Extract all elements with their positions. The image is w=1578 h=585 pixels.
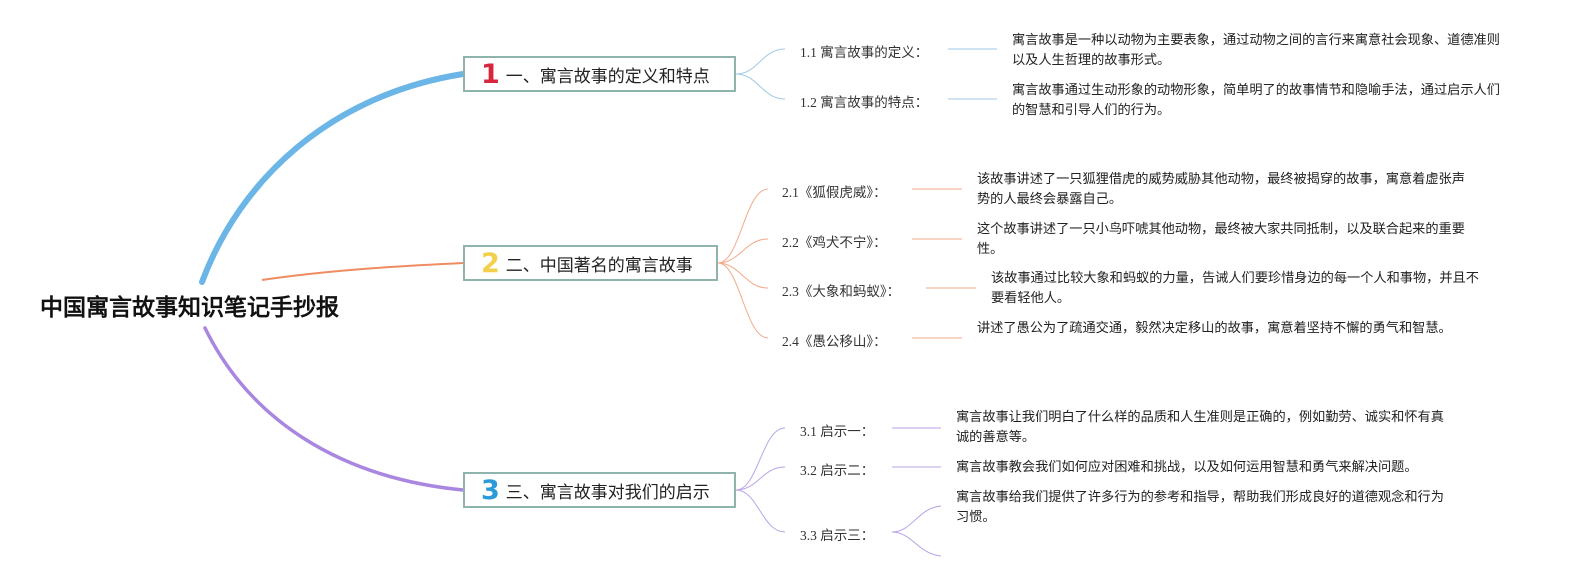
branch-3[interactable]: 3 三、寓言故事对我们的启示: [463, 472, 736, 508]
topic-1-1-text: 寓言故事是一种以动物为主要表象，通过动物之间的言行来寓意社会现象、道德准则以及人…: [1012, 33, 1500, 68]
branch-3-label: 三、寓言故事对我们的启示: [505, 482, 710, 503]
connectors-branch-3: [735, 427, 942, 557]
topic-3-3-label[interactable]: 3.3 启示三：: [800, 528, 875, 543]
number-1-badge: 1: [481, 58, 500, 90]
root-title: 中国寓言故事知识笔记手抄报: [40, 295, 339, 321]
topic-1-2-text: 寓言故事通过生动形象的动物形象，简单明了的故事情节和隐喻手法，通过启示人们的智慧…: [1012, 83, 1500, 118]
branch-1[interactable]: 1 一、寓言故事的定义和特点: [463, 56, 736, 92]
connectors-branch-1: [735, 48, 997, 100]
topic-2-4-label[interactable]: 2.4《愚公移山》：: [782, 334, 887, 349]
branch-2-label: 二、中国著名的寓言故事: [505, 255, 693, 276]
topic-3-3-text: 寓言故事给我们提供了许多行为的参考和指导，帮助我们形成良好的道德观念和行为习惯。: [956, 490, 1444, 525]
topic-3-2-text: 寓言故事教会我们如何应对困难和挑战，以及如何运用智慧和勇气来解决问题。: [956, 460, 1418, 475]
connectors-branch-2: [717, 188, 976, 339]
topic-2-2-text: 这个故事讲述了一只小鸟吓唬其他动物，最终被大家共同抵制，以及联合起来的重要性。: [977, 222, 1465, 257]
topic-1-2-label[interactable]: 1.2 寓言故事的特点：: [800, 95, 929, 110]
topic-2-2-label[interactable]: 2.2《鸡犬不宁》：: [782, 235, 887, 250]
topic-2-1-label[interactable]: 2.1《狐假虎威》：: [782, 185, 887, 200]
connector-root-branch-2: [261, 262, 464, 281]
topic-2-4-text: 讲述了愚公为了疏通交通，毅然决定移山的故事，寓意着坚持不懈的勇气和智慧。: [977, 321, 1452, 336]
branch-2[interactable]: 2 二、中国著名的寓言故事: [463, 245, 718, 281]
connector-root-branch-3: [203, 326, 465, 492]
number-3-badge: 3: [481, 474, 500, 506]
topic-2-1-text: 该故事讲述了一只狐狸借虎的威势威胁其他动物，最终被揭穿的故事，寓意着虚张声势的人…: [977, 172, 1465, 207]
number-2-badge: 2: [481, 247, 500, 279]
topic-1-1-label[interactable]: 1.1 寓言故事的定义：: [800, 45, 929, 60]
branch-1-label: 一、寓言故事的定义和特点: [505, 66, 710, 87]
topic-2-3-text: 该故事通过比较大象和蚂蚁的力量，告诫人们要珍惜身边的每一个人和事物，并且不要看轻…: [991, 271, 1479, 306]
connector-root-branch-1: [199, 71, 466, 285]
topic-3-2-label[interactable]: 3.2 启示二：: [800, 463, 875, 478]
topic-3-1-label[interactable]: 3.1 启示一：: [800, 424, 875, 439]
topic-2-3-label[interactable]: 2.3《大象和蚂蚁》：: [782, 284, 901, 299]
topic-3-1-text: 寓言故事让我们明白了什么样的品质和人生准则是正确的，例如勤劳、诚实和怀有真诚的善…: [956, 410, 1444, 445]
